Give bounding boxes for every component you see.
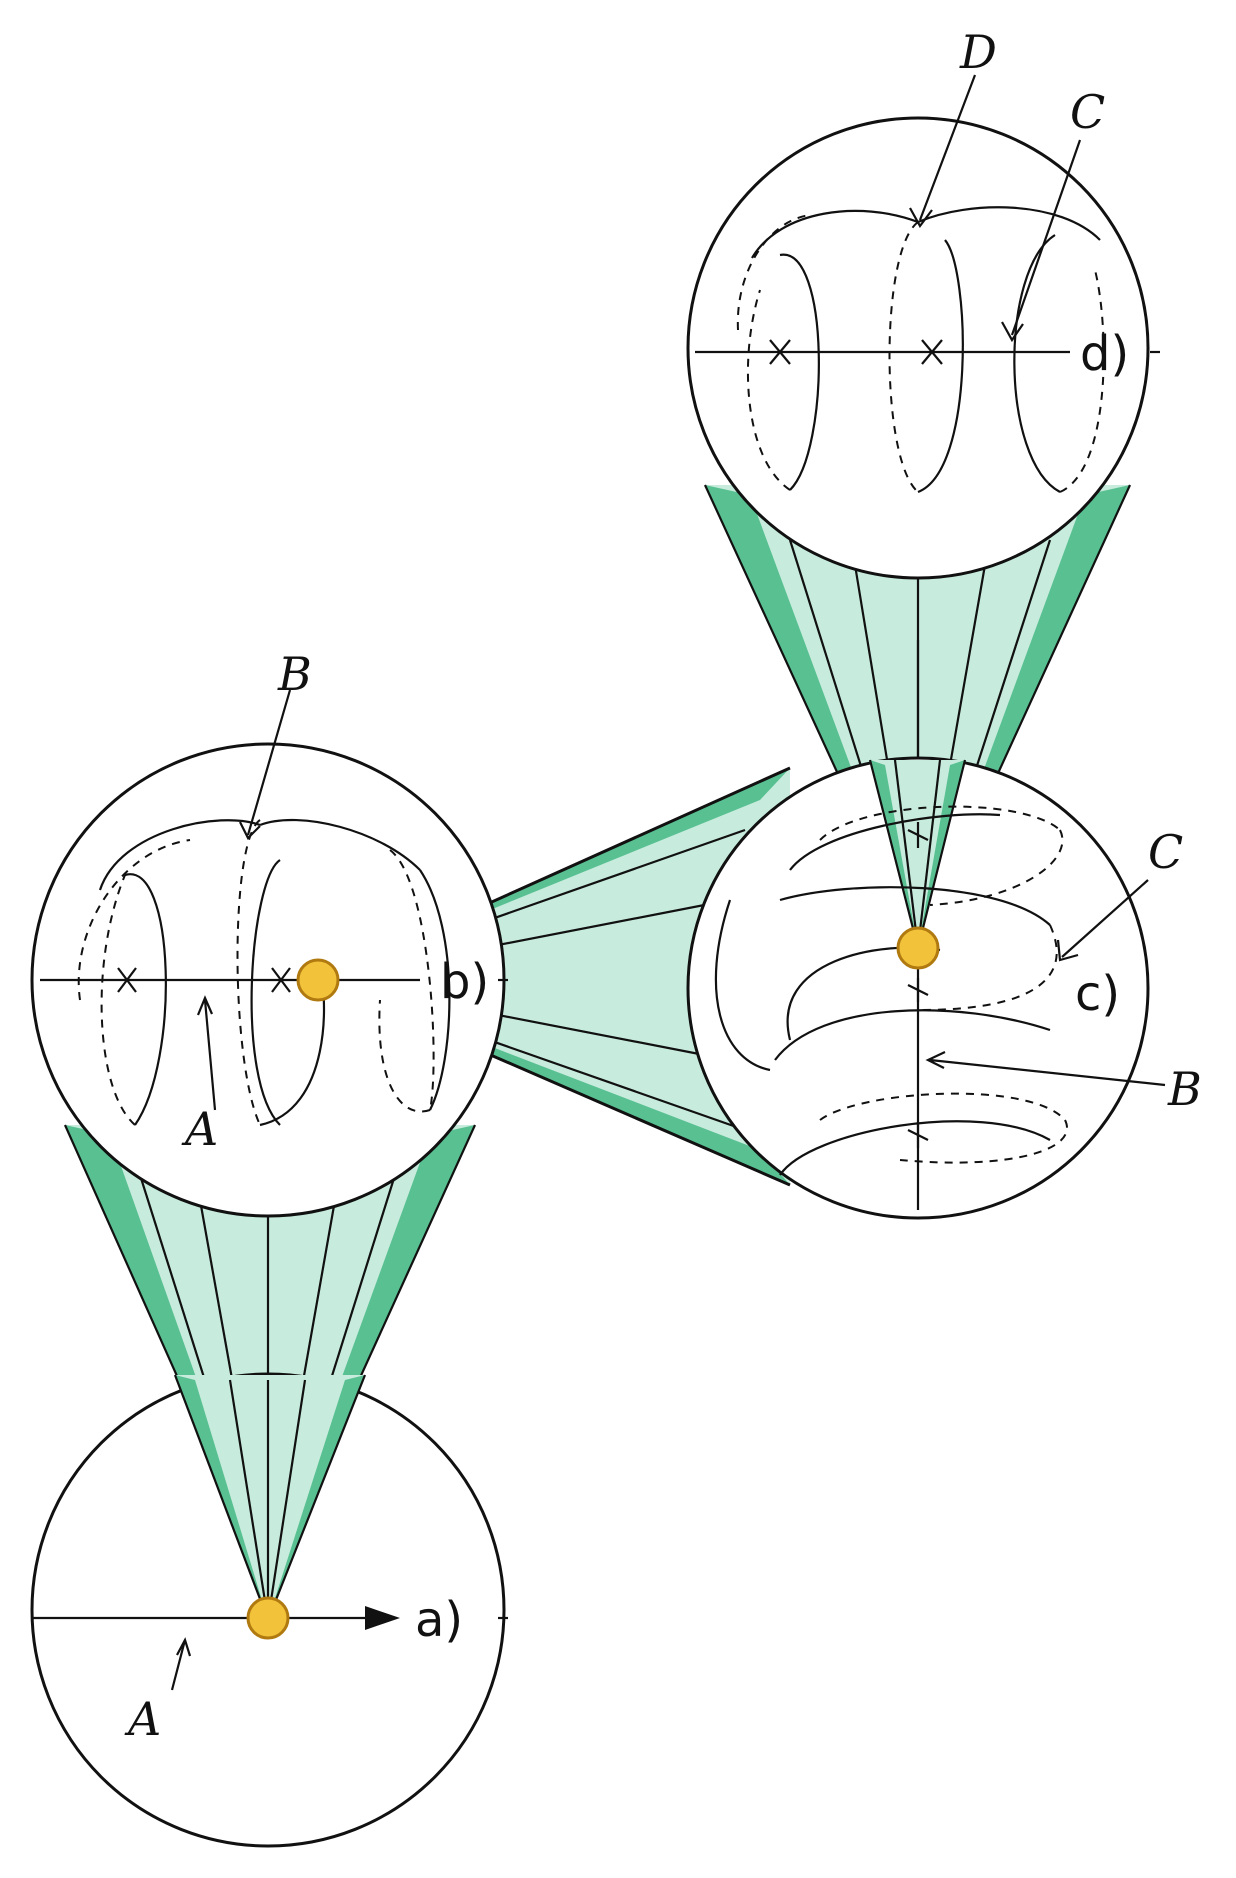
cross-c-2 [907,978,929,1002]
label-d: d) [1080,326,1129,382]
axis-label-c-B: B [1167,1062,1202,1116]
panel-a: a) A [30,1372,508,1848]
label-c: c) [1075,966,1120,1022]
pointer-c-B [925,1051,1166,1087]
axis-label-d-D: D [959,25,997,79]
pointer-b-B [239,689,292,840]
point-b [296,958,340,1002]
pointer-d-C [1001,139,1082,343]
panel-d: d) D C [686,25,1160,580]
panel-c: c) C B [686,756,1202,1220]
axis-label-b-B: B [277,647,312,701]
cross-b-1 [117,967,137,993]
cross-c-3 [907,1122,929,1148]
axis-label-b-A: A [181,1102,218,1156]
arrow-head-a [365,1606,400,1630]
pointer-b-A [196,995,217,1111]
cross-c-1 [907,822,929,848]
circle-d [686,116,1150,580]
cross-b-2 [271,967,291,993]
axis-label-d-C: C [1070,85,1105,139]
axis-label-a: A [124,1692,161,1746]
pointer-c-C [1056,879,1149,962]
cross-d-2 [921,339,943,365]
pointer-a [170,1637,192,1691]
cross-d-1 [769,339,791,365]
point-c [896,926,940,970]
point-a [246,1596,290,1640]
axis-label-c-C: C [1148,825,1183,879]
label-b: b) [440,954,489,1010]
pointer-d-D [909,74,977,229]
label-a: a) [415,1592,463,1648]
panel-b: b) B A [30,647,508,1218]
